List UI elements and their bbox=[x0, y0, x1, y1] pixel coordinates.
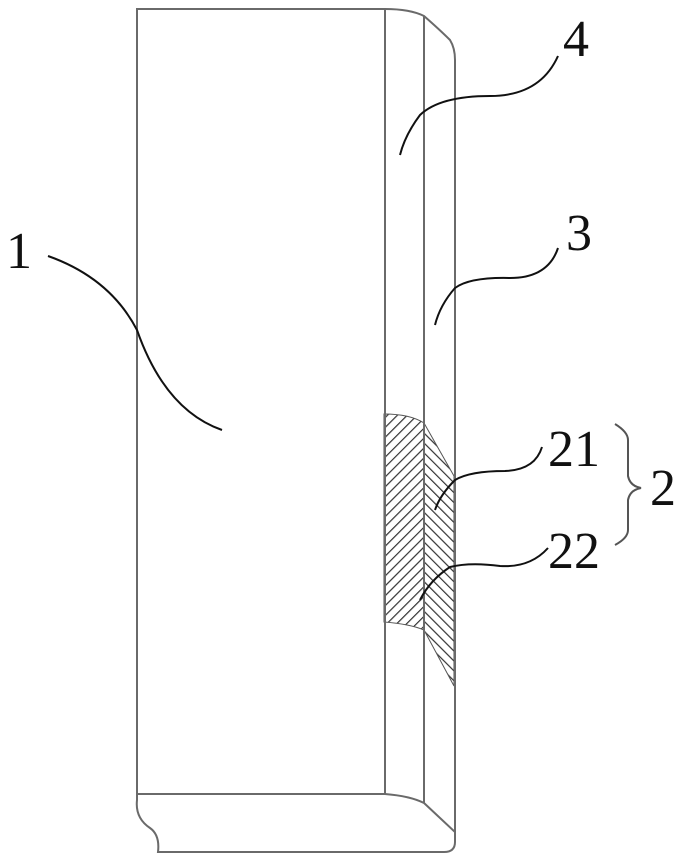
hatched-region-21 bbox=[423, 421, 455, 687]
label-21: 21 bbox=[548, 421, 600, 478]
label-1: 1 bbox=[6, 223, 32, 280]
label-4: 4 bbox=[563, 11, 589, 68]
label-2: 2 bbox=[650, 460, 676, 517]
base-outline bbox=[135, 793, 456, 853]
brace-group-2 bbox=[614, 423, 642, 546]
label-22: 22 bbox=[548, 523, 600, 580]
top-cap-outline bbox=[384, 8, 456, 61]
hatched-region-22 bbox=[383, 413, 425, 631]
leader-line-22 bbox=[419, 547, 549, 601]
main-body-outline bbox=[136, 8, 385, 794]
leader-line-21 bbox=[434, 446, 543, 511]
leader-line-1 bbox=[47, 255, 223, 431]
leader-line-3 bbox=[434, 247, 559, 326]
label-3: 3 bbox=[566, 205, 592, 262]
leader-line-4 bbox=[399, 55, 559, 156]
